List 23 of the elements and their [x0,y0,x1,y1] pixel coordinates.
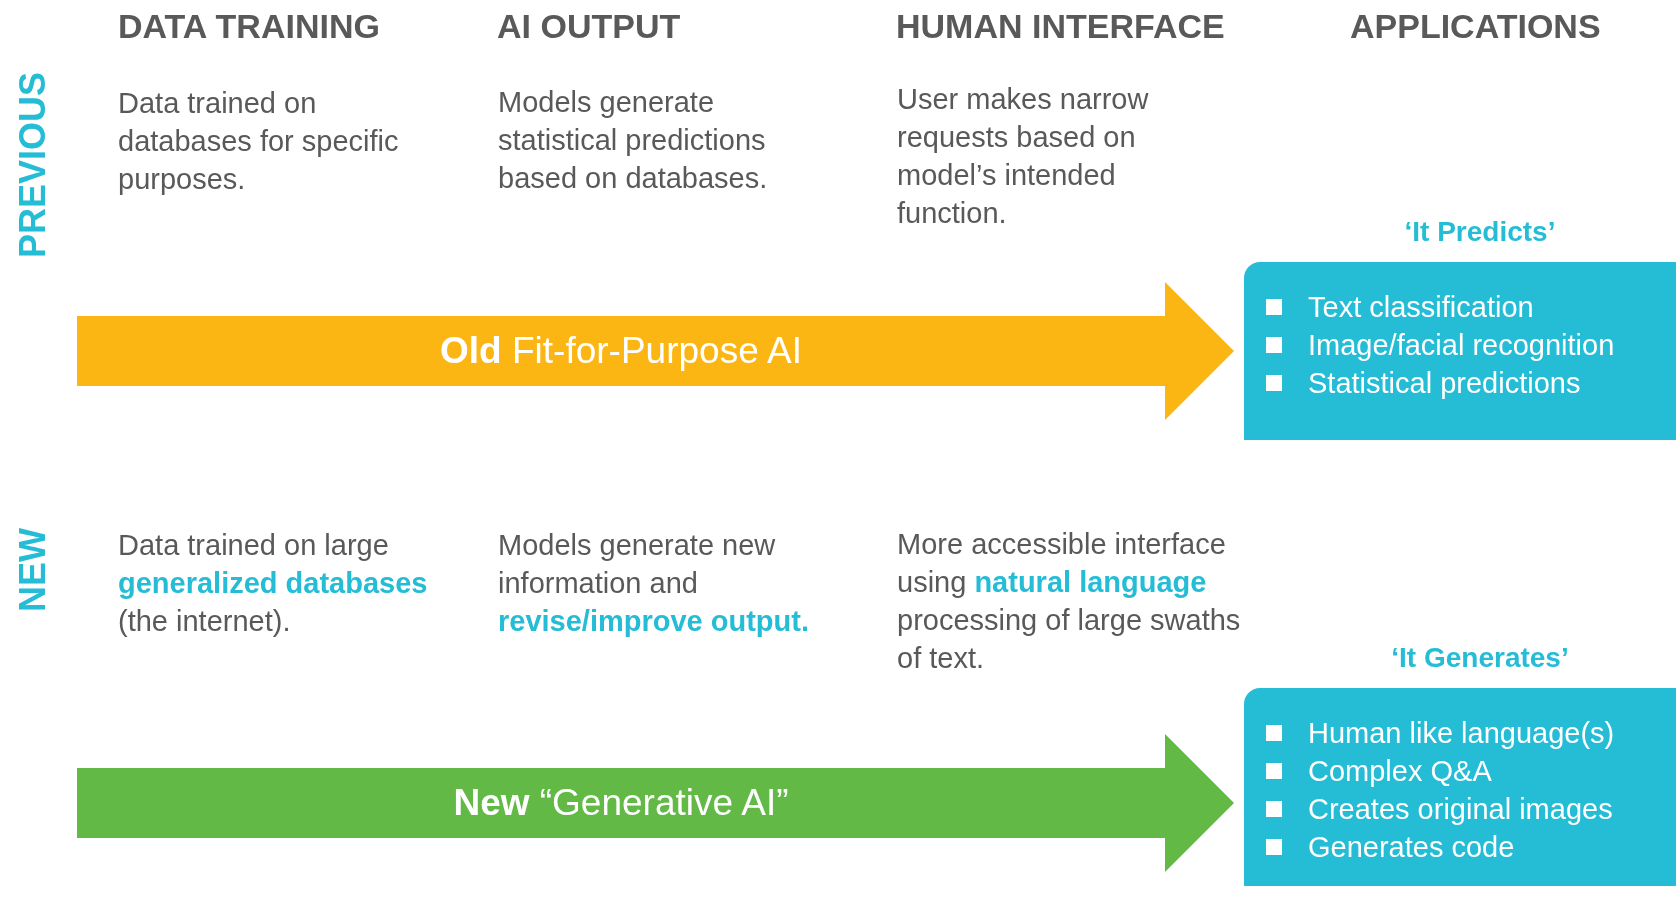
arrow-label: Old Fit-for-Purpose AI [439,329,803,374]
description: User makes narrow requests based on model’s intended function. [897,82,1150,231]
list-item: Human like language(s) [1308,716,1615,750]
arrow-label: New “Generative AI” [452,781,790,826]
column-heading: APPLICATIONS [1350,6,1601,47]
row-label: NEW [11,528,54,612]
row-label: PREVIOUS [11,72,54,259]
heading: ‘It Predicts’ [1404,215,1556,249]
description: Data trained on databases for specific purposes. [118,86,400,197]
list-item: Image/facial recognition [1308,328,1615,362]
column-heading: AI OUTPUT [497,6,681,47]
list-item: Complex Q&A [1308,754,1492,788]
description: Models generate statistical predictions based on databases. [498,85,769,196]
heading: ‘It Generates’ [1391,641,1569,675]
list-item: Text classification [1308,290,1534,324]
description: More accessible interface using natural language processing of large swaths of text. [897,527,1242,676]
description: Data trained on large generalized databases (the internet). [118,528,429,639]
list-item: Statistical predictions [1308,366,1581,400]
list-item: Creates original images [1308,792,1613,826]
list-item: Generates code [1308,830,1515,864]
description: Models generate new information and revise/improve output. [498,528,810,639]
column-heading: HUMAN INTERFACE [896,6,1225,47]
column-heading: DATA TRAINING [118,6,380,47]
